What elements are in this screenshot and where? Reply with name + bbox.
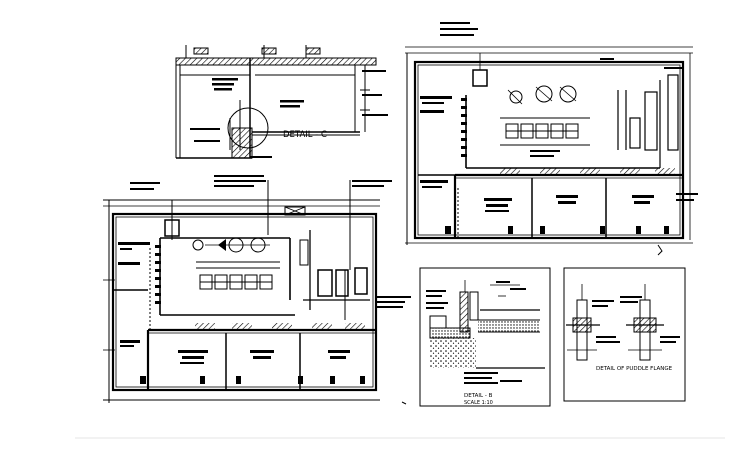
left-plan-pipe-stubs — [140, 245, 365, 384]
left-plan-room-labels — [118, 175, 411, 364]
puddle-flange-detail — [563, 267, 686, 402]
right-plan-filter-units — [500, 117, 590, 146]
right-plan-pipe-stubs — [445, 98, 675, 234]
detail-b-label: DETAIL - B — [464, 393, 493, 399]
left-plan-filter-units — [196, 261, 280, 290]
right-plan-room-labels — [420, 22, 698, 212]
detail-c-label: DETAIL - C — [283, 130, 327, 140]
break-marks — [401, 244, 663, 405]
puddle-flange-title: DETAIL OF PUDDLE FLANGE — [596, 366, 673, 372]
puddle-flange-callouts — [592, 296, 680, 343]
detail-b-scale: SCALE 1:10 — [464, 400, 493, 406]
section-callouts — [190, 70, 388, 158]
detail-b-callouts — [426, 281, 526, 384]
section-view — [175, 45, 377, 159]
left-floor-plan — [103, 180, 380, 403]
right-floor-plan — [405, 46, 693, 245]
detail-b-section — [419, 267, 551, 407]
